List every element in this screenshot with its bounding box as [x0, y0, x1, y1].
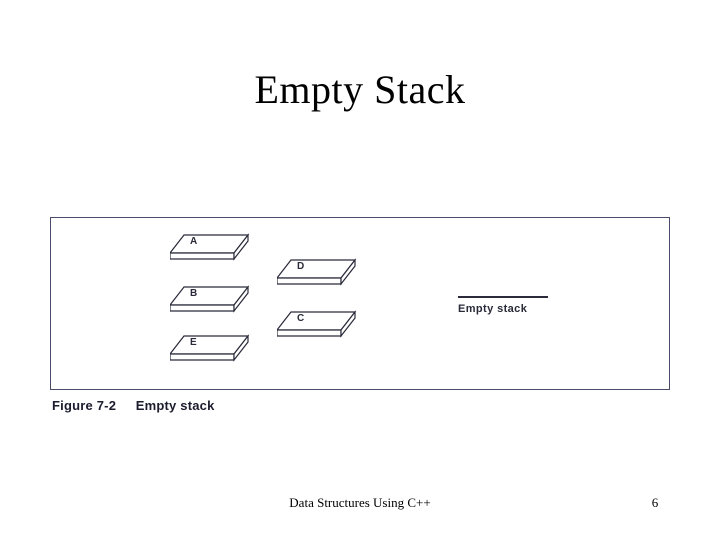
plate-shape	[170, 233, 250, 261]
figure-caption-number: Figure 7-2	[52, 398, 117, 413]
plate-shape	[277, 258, 357, 286]
stack-plate-label: A	[190, 236, 198, 247]
stack-plate: D	[277, 258, 357, 286]
stack-plate: C	[277, 310, 357, 338]
stack-plate: B	[170, 285, 250, 313]
stack-plate: E	[170, 334, 250, 362]
stack-plate-label: E	[190, 337, 197, 348]
stack-plate-label: B	[190, 288, 198, 299]
stack-plate-label: C	[297, 313, 305, 324]
empty-stack-label: Empty stack	[458, 303, 528, 315]
footer-page-number: 6	[651, 495, 659, 510]
plate-shape	[170, 334, 250, 362]
page-title: Empty Stack	[254, 67, 466, 112]
plate-shape	[277, 310, 357, 338]
stack-plate-label: D	[297, 261, 305, 272]
stack-plate: A	[170, 233, 250, 261]
figure-caption-text: Empty stack	[135, 398, 215, 413]
empty-stack-rule	[458, 296, 548, 298]
figure-frame	[50, 217, 670, 390]
figure-caption: Figure 7-2 Empty stack	[52, 398, 215, 413]
plate-shape	[170, 285, 250, 313]
footer-text: Data Structures Using C++	[289, 495, 431, 510]
